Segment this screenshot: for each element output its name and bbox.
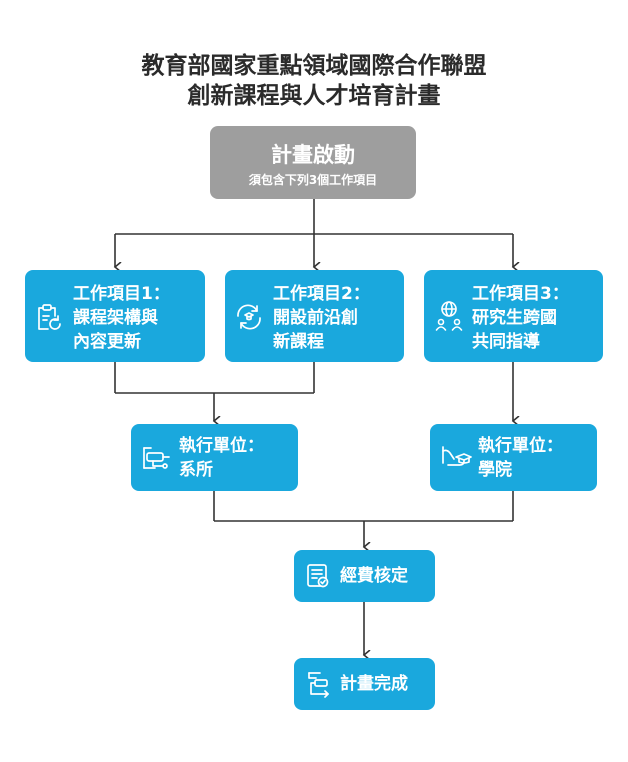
work-item-2-node: 工作項目2： 開設前沿創 新課程 bbox=[225, 270, 404, 362]
work-item-2-text-b: 新課程 bbox=[273, 332, 324, 352]
unit-1-title: 執行單位： bbox=[179, 436, 264, 456]
done-label: 計畫完成 bbox=[340, 674, 408, 694]
work-item-1-text-b: 內容更新 bbox=[73, 332, 141, 352]
unit-1-value: 系所 bbox=[179, 460, 213, 480]
globe-people-icon bbox=[433, 300, 465, 336]
approve-node: 經費核定 bbox=[294, 550, 435, 602]
work-item-3-text-b: 共同指導 bbox=[472, 332, 540, 352]
diagram-title-line1: 教育部國家重點領域國際合作聯盟 bbox=[141, 53, 487, 79]
work-item-1-text-a: 課程架構與 bbox=[73, 308, 158, 328]
done-node: 計畫完成 bbox=[294, 658, 435, 710]
hand-cap-icon bbox=[440, 443, 472, 475]
work-item-3-text-a: 研究生跨國 bbox=[472, 308, 557, 328]
department-icon bbox=[141, 445, 171, 475]
unit-2-value: 學院 bbox=[478, 460, 512, 480]
work-item-1-node: 工作項目1： 課程架構與 內容更新 bbox=[25, 270, 205, 362]
unit-2-title: 執行單位： bbox=[478, 436, 563, 456]
document-check-icon bbox=[306, 563, 330, 593]
unit-1-node: 執行單位： 系所 bbox=[131, 424, 298, 491]
unit-2-node: 執行單位： 學院 bbox=[430, 424, 597, 491]
work-item-3-title: 工作項目3： bbox=[472, 284, 569, 304]
work-item-2-title: 工作項目2： bbox=[273, 284, 370, 304]
work-item-3-node: 工作項目3： 研究生跨國 共同指導 bbox=[424, 270, 603, 362]
refresh-cycle-icon bbox=[234, 303, 264, 335]
work-item-2-text-a: 開設前沿創 bbox=[273, 308, 358, 328]
start-label: 計畫啟動 bbox=[271, 143, 355, 167]
start-node: 計畫啟動 須包含下列3個工作項目 bbox=[210, 126, 416, 199]
work-item-1-title: 工作項目1： bbox=[73, 284, 170, 304]
finish-steps-icon bbox=[306, 670, 332, 702]
approve-label: 經費核定 bbox=[340, 566, 408, 586]
start-sublabel: 須包含下列3個工作項目 bbox=[248, 173, 378, 187]
clipboard-refresh-icon bbox=[35, 302, 63, 336]
diagram-title-line2: 創新課程與人才培育計畫 bbox=[187, 83, 441, 109]
